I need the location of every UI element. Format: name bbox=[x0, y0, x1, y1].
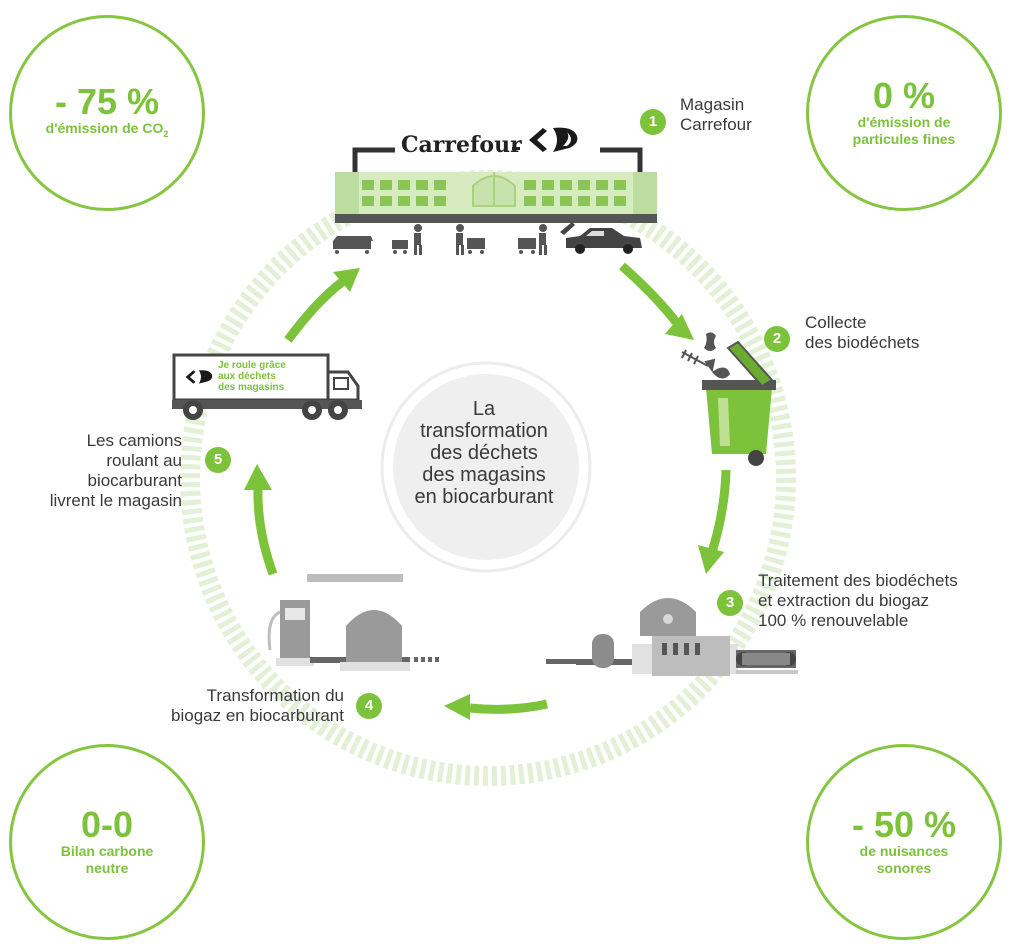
apple-core-icon bbox=[704, 332, 730, 379]
stat-value: - 50 % bbox=[851, 804, 957, 845]
stat-label-line1: Bilan carbone bbox=[60, 843, 154, 859]
carrefour-store-icon bbox=[335, 147, 657, 223]
green-bin-icon bbox=[702, 340, 776, 466]
step-3-badge: 3 bbox=[717, 590, 743, 616]
step-4-badge: 4 bbox=[356, 693, 382, 719]
stat-value: 0-0 bbox=[80, 804, 134, 845]
processing-plant-icon bbox=[546, 598, 798, 676]
carrefour-wordmark: Carrefour bbox=[401, 132, 522, 158]
truck-icon bbox=[172, 353, 362, 420]
car-icon bbox=[560, 222, 642, 254]
center-disc bbox=[387, 368, 585, 566]
stat-label-line1: d'émission de bbox=[857, 114, 951, 130]
stat-noise: - 50 % de nuisances sonores bbox=[806, 744, 1002, 940]
stat-co2: - 75 % d'émission de CO2 bbox=[9, 15, 205, 211]
tank-icon bbox=[346, 610, 402, 662]
fish-bone-icon bbox=[681, 349, 716, 373]
shopping-carts-icon bbox=[333, 236, 373, 254]
stat-label-line2: sonores bbox=[876, 860, 932, 876]
stat-particles: 0 % d'émission de particules fines bbox=[806, 15, 1002, 211]
step-2-badge: 2 bbox=[764, 326, 790, 352]
cycle-arrows bbox=[253, 262, 731, 714]
stat-label: d'émission de CO2 bbox=[45, 119, 169, 139]
fuel-station-icon bbox=[267, 574, 439, 671]
carrefour-logo bbox=[185, 370, 213, 384]
stat-value: - 75 % bbox=[54, 80, 160, 122]
stat-label-line2: neutre bbox=[85, 860, 129, 876]
shopper-icon bbox=[392, 224, 547, 255]
stat-label-line1: de nuisances bbox=[859, 843, 949, 859]
cycle-ring bbox=[180, 170, 796, 786]
stat-carbon: 0-0 Bilan carbone neutre bbox=[9, 744, 205, 940]
stat-label-line2: particules fines bbox=[852, 131, 956, 147]
stat-value: 0 % bbox=[872, 75, 936, 116]
carrefour-logo bbox=[529, 127, 578, 152]
step-1-badge: 1 bbox=[640, 109, 666, 135]
fuel-pump-icon bbox=[285, 608, 305, 620]
center-caption: La transformation des déchets des magasi… bbox=[414, 398, 554, 508]
step-5-badge: 5 bbox=[205, 447, 231, 473]
